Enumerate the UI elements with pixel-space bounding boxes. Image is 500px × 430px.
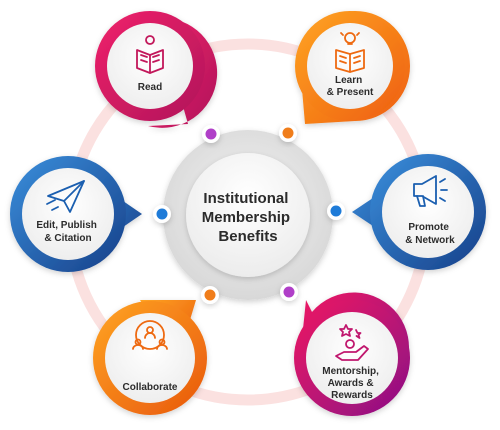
paper-plane-icon [46,180,85,213]
center-line: Benefits [218,228,277,245]
connector-dot [327,202,345,220]
connector-dot [201,286,219,304]
connector-dots [153,124,345,304]
node-label-collaborate: Collaborate [122,382,177,393]
center-title: Institutional Membership Benefits [202,190,295,245]
hand-award-icon [335,324,369,361]
benefit-node-promote [352,154,486,270]
benefit-node-collaborate [93,300,207,415]
connector-dot [279,124,297,142]
node-label-promote: Promote & Network [405,222,455,246]
team-icon [132,320,168,350]
connector-dot [280,283,298,301]
center-line: Institutional [203,190,288,207]
connector-dot [202,125,220,143]
benefit-node-mentorship [294,292,410,416]
center-hub: Institutional Membership Benefits [163,130,333,300]
node-label-learn: Learn & Present [327,75,374,98]
node-label-read: Read [138,82,162,93]
connector-dot [153,205,171,223]
benefit-node-learn [295,11,410,124]
node-label-mentorship: Mentorship, Awards & Rewards [322,366,381,401]
megaphone-icon [413,175,448,207]
node-label-edit: Edit, Publish & Citation [36,220,99,244]
benefit-node-edit [10,156,142,272]
center-line: Membership [202,209,290,226]
reader-icon [136,35,164,74]
book-lightbulb-icon [335,32,365,73]
